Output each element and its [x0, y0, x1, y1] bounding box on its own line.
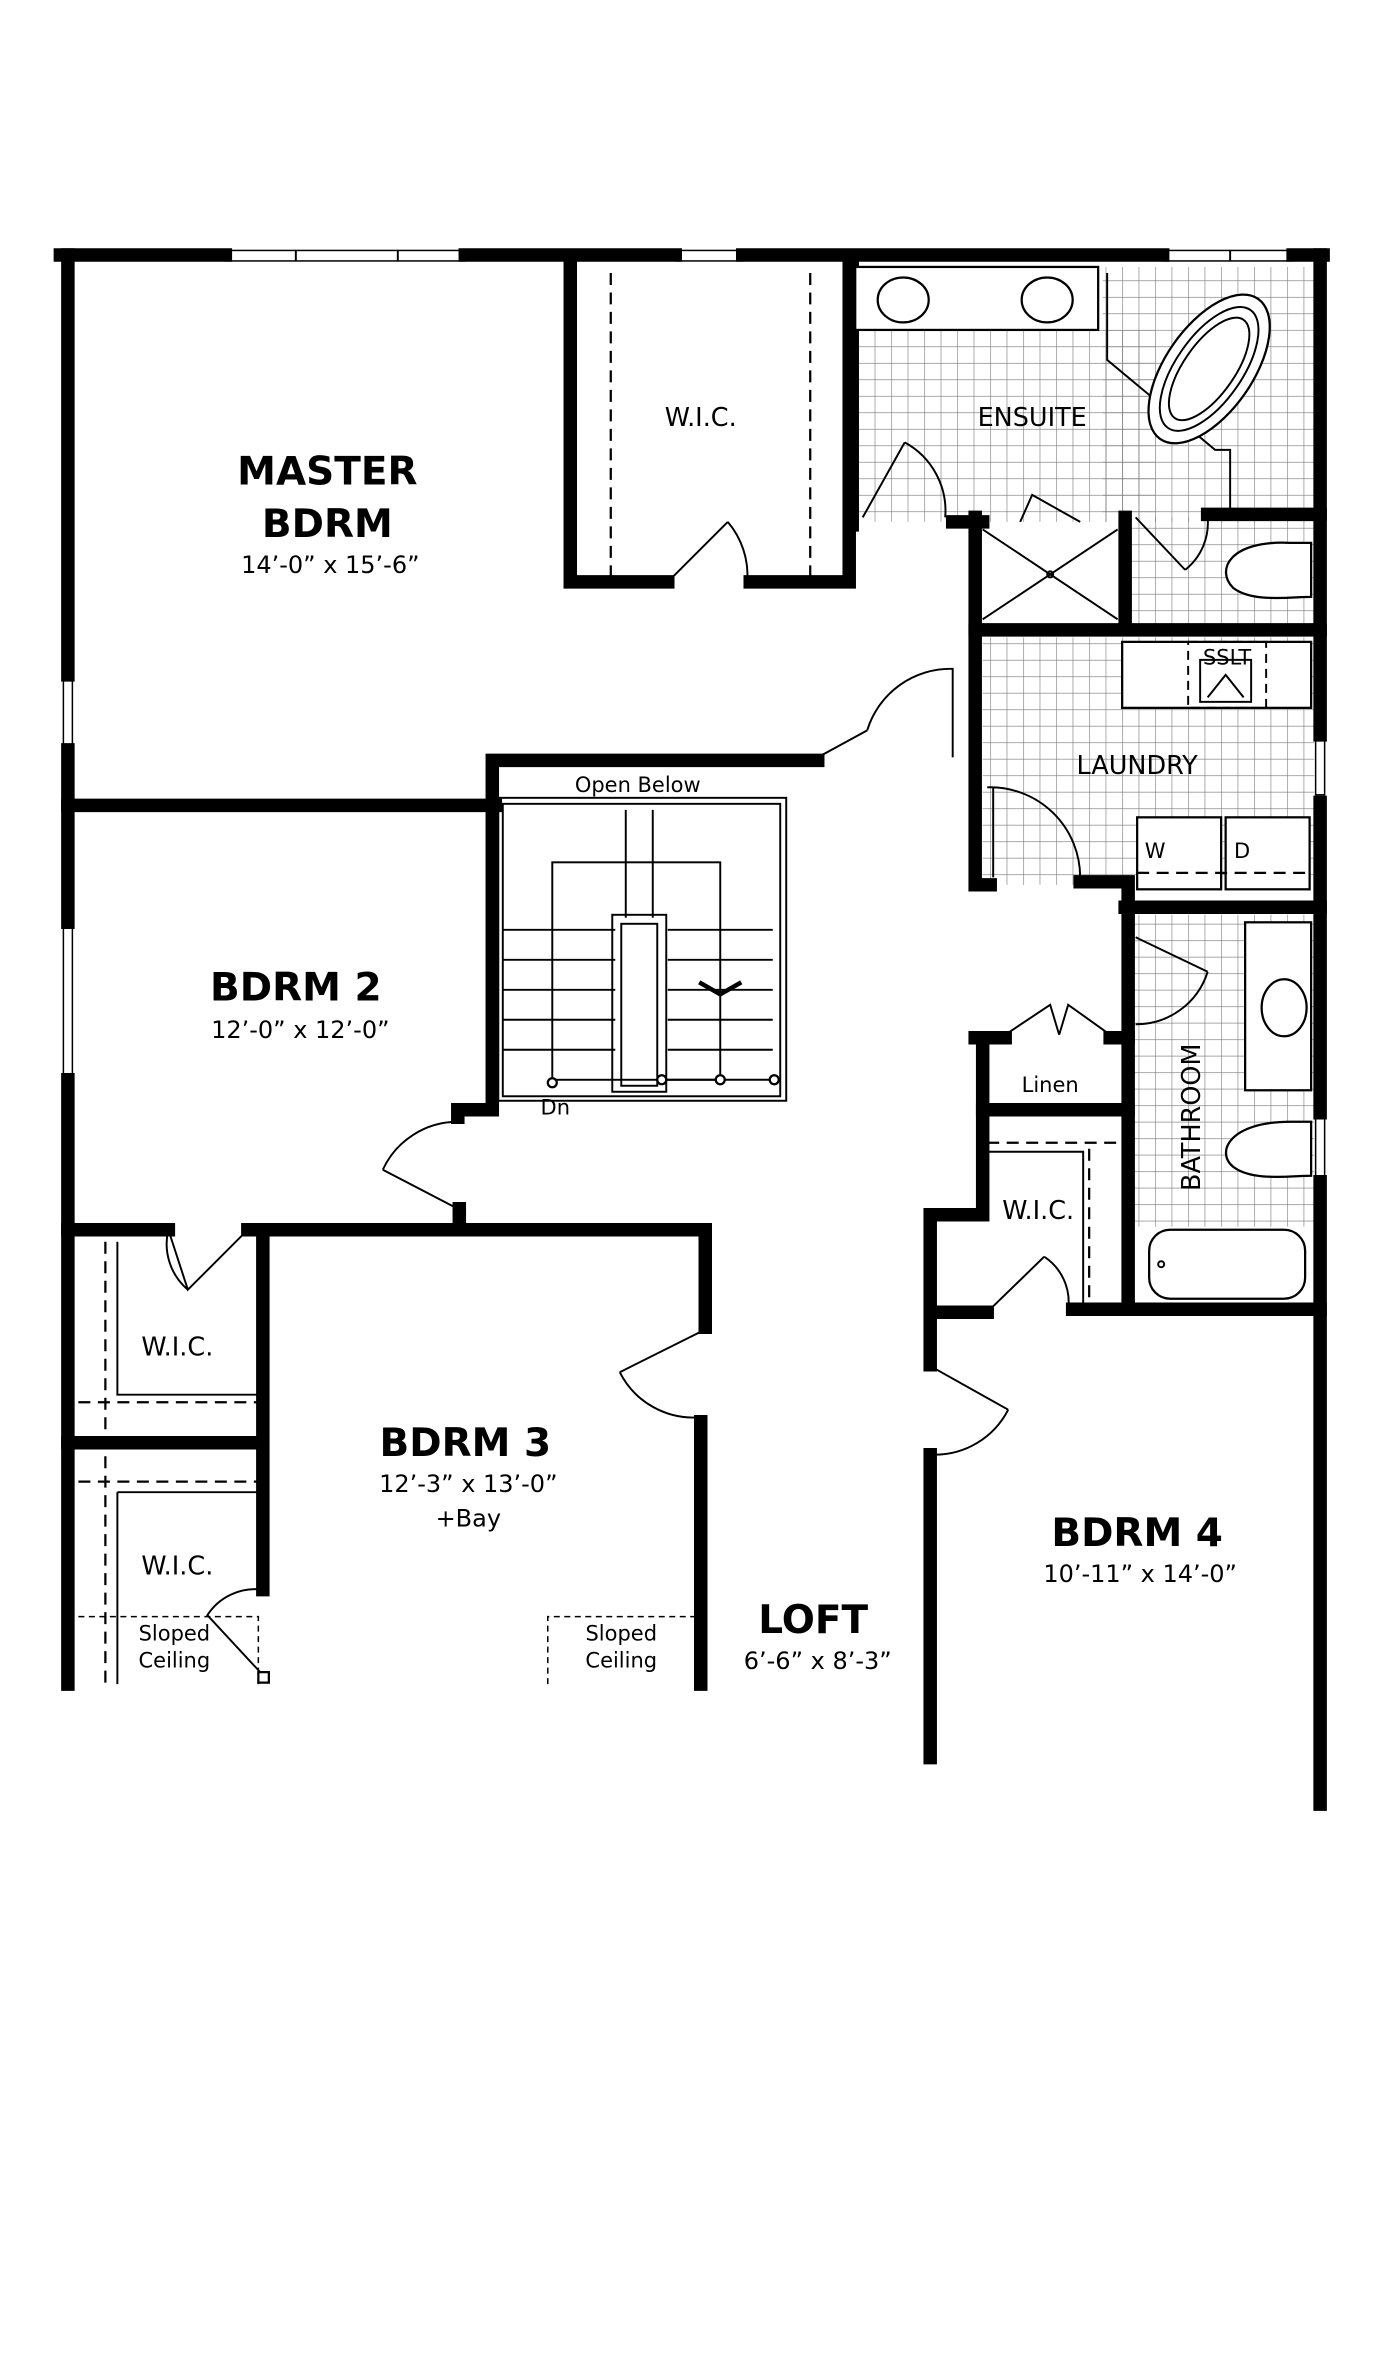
sloped-ceiling-left-2: Ceiling: [139, 1649, 211, 1673]
washer-icon: [1136, 816, 1223, 891]
doors: [165, 441, 1209, 1684]
laundry-label: LAUNDRY: [1077, 751, 1199, 781]
wic-lower-label: W.I.C.: [141, 1552, 213, 1582]
open-below-label: Open Below: [575, 773, 701, 797]
bdrm3-size: 12’-3” x 13’-0”: [379, 1470, 557, 1498]
bdrm3-label: BDRM 3: [380, 1421, 552, 1466]
bathroom-label: BATHROOM: [1177, 1044, 1207, 1191]
laundry-sink-icon: [1187, 640, 1268, 709]
linen-label: Linen: [1022, 1073, 1079, 1097]
washer-label: W: [1145, 839, 1166, 863]
bathtub-icon: [1147, 293, 1271, 445]
bdrm4-size: 10’-11” x 14’-0”: [1043, 1560, 1237, 1588]
master-bdrm-label-2: BDRM: [262, 502, 393, 547]
toilet-icon: [1224, 1120, 1313, 1179]
bdrm4-wic-label: W.I.C.: [1002, 1196, 1074, 1226]
room-labels: MASTER BDRM 14’-0” x 15’-6” W.I.C. ENSUI…: [139, 403, 1252, 1675]
toilet-icon: [1224, 541, 1313, 600]
staircase: [497, 796, 788, 1102]
master-wic-label: W.I.C.: [665, 403, 737, 433]
dryer-label: D: [1234, 839, 1250, 863]
sloped-ceiling-right-2: Ceiling: [585, 1649, 657, 1673]
loft-label: LOFT: [758, 1598, 868, 1643]
stair-dn-label: Dn: [541, 1095, 570, 1119]
bdrm2-size: 12’-0” x 12’-0”: [211, 1016, 389, 1044]
sink-icon: [1260, 978, 1308, 1038]
bdrm2-label: BDRM 2: [210, 965, 382, 1010]
sslt-label: SSLT: [1203, 645, 1251, 669]
bdrm3-bay: +Bay: [436, 1505, 501, 1533]
sink-icon: [1020, 276, 1074, 324]
bathtub-icon: [1148, 1228, 1307, 1300]
ensuite-label: ENSUITE: [978, 403, 1087, 433]
loft-size: 6’-6” x 8’-3”: [744, 1647, 892, 1675]
bdrm4-label: BDRM 4: [1051, 1511, 1223, 1556]
shower-icon: [982, 528, 1119, 621]
walls: [53, 248, 1330, 1811]
wic-upper-label: W.I.C.: [141, 1333, 213, 1363]
sloped-ceiling-right-1: Sloped: [585, 1622, 657, 1646]
sink-icon: [876, 276, 930, 324]
closet-shelves: [78, 272, 1123, 1685]
fixtures: [854, 265, 1313, 1300]
master-bdrm-label: MASTER: [237, 449, 417, 494]
master-bdrm-size: 14’-0” x 15’-6”: [241, 551, 419, 579]
sloped-ceiling-left-1: Sloped: [139, 1622, 211, 1646]
dryer-icon: [1224, 816, 1311, 891]
stair-arrow-icon: [698, 980, 743, 997]
